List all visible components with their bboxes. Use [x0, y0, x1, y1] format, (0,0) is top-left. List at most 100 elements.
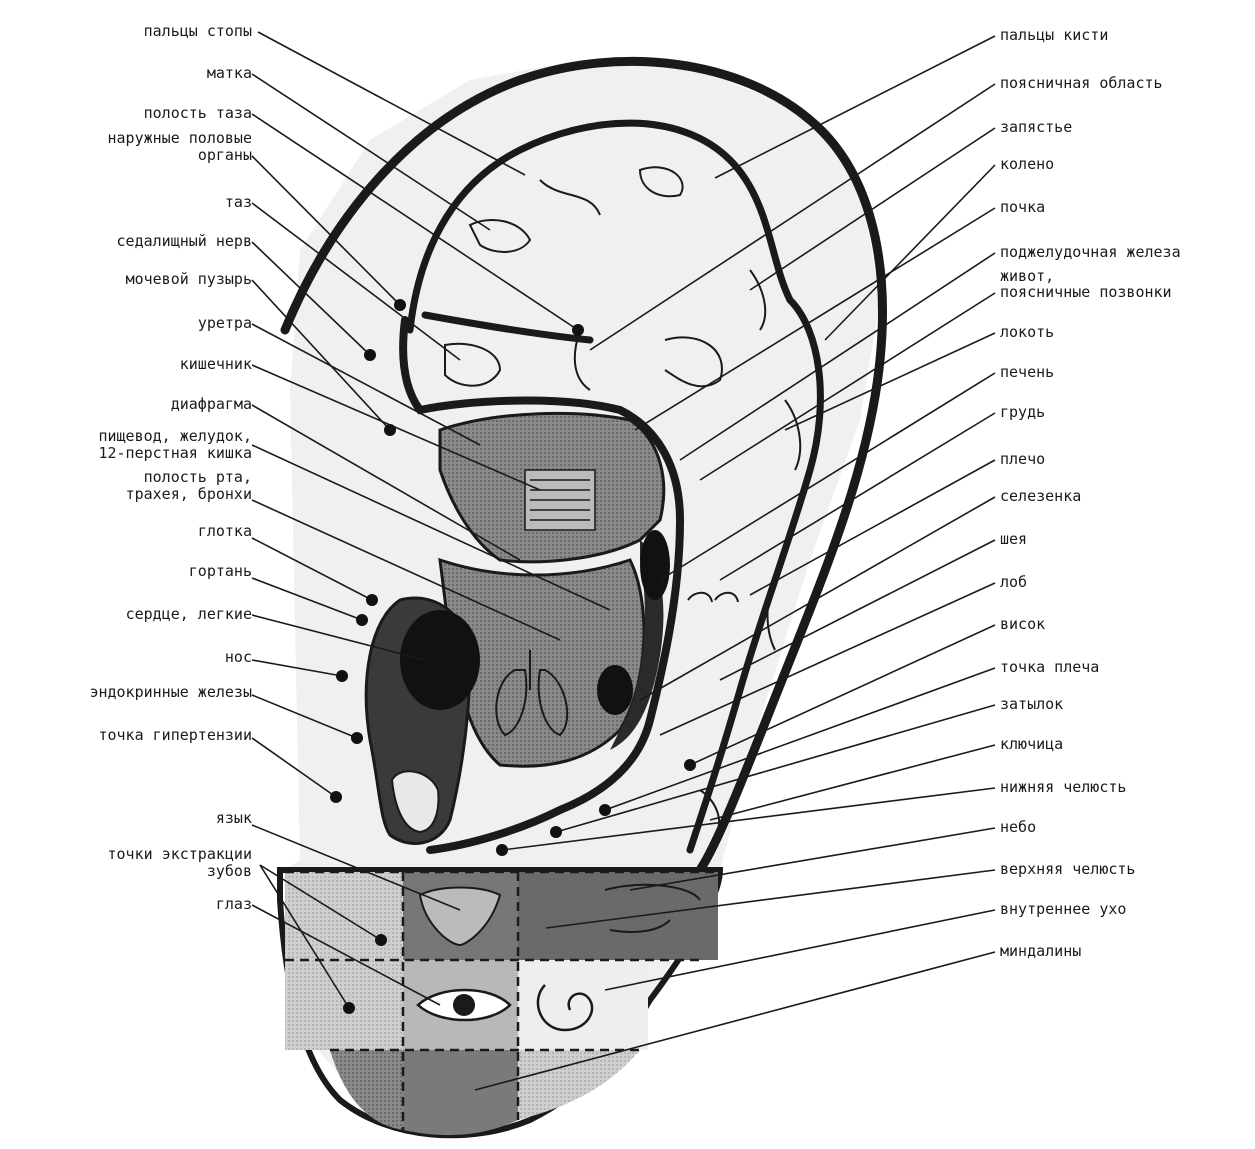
- label-forehead: лоб: [1000, 573, 1027, 591]
- acupoint-dot: [550, 826, 562, 838]
- label-esophagus: пищевод, желудок,: [98, 427, 252, 445]
- svg-text:печень: печень: [1000, 363, 1054, 381]
- label-intestine: кишечник: [180, 355, 252, 373]
- label-endocrine: эндокринные железы: [89, 683, 252, 701]
- acupoint-dot: [351, 732, 363, 744]
- svg-text:точка плеча: точка плеча: [1000, 658, 1099, 676]
- label-urethra: уретра: [198, 314, 252, 332]
- svg-text:гортань: гортань: [189, 562, 252, 580]
- label-palate: небо: [1000, 818, 1036, 836]
- label-pelvis: таз: [225, 193, 252, 211]
- svg-text:запястье: запястье: [1000, 118, 1072, 136]
- svg-text:пальцы кисти: пальцы кисти: [1000, 26, 1108, 44]
- acupoint-dot: [572, 324, 584, 336]
- acupoint-dot: [496, 844, 508, 856]
- acupoint-dot: [343, 1002, 355, 1014]
- svg-text:почка: почка: [1000, 198, 1045, 216]
- label-nose: нос: [225, 648, 252, 666]
- svg-text:седалищный нерв: седалищный нерв: [117, 232, 252, 250]
- inner-dark-blob: [400, 610, 480, 710]
- label-eye: глаз: [216, 895, 252, 913]
- label-larynx: гортань: [189, 562, 252, 580]
- svg-text:точка гипертензии: точка гипертензии: [98, 726, 252, 744]
- label-liver: печень: [1000, 363, 1054, 381]
- label-shoulder: плечо: [1000, 450, 1045, 468]
- label-chest: грудь: [1000, 403, 1045, 421]
- right-labels: пальцы кисти поясничная область запястье…: [1000, 26, 1181, 960]
- svg-text:уретра: уретра: [198, 314, 252, 332]
- svg-text:небо: небо: [1000, 818, 1036, 836]
- svg-text:полость рта,трахея, бронхи: полость рта,трахея, бронхи: [126, 468, 252, 503]
- acupoint-dot: [599, 804, 611, 816]
- label-tongue: язык: [216, 809, 252, 827]
- label-oral-cavity: полость рта,: [144, 468, 252, 486]
- svg-text:локоть: локоть: [1000, 323, 1054, 341]
- label-occiput: затылок: [1000, 695, 1063, 713]
- label-lower-jaw: нижняя челюсть: [1000, 778, 1126, 796]
- svg-text:мочевой пузырь: мочевой пузырь: [126, 270, 252, 288]
- label-lumbar-region: поясничная область: [1000, 74, 1163, 92]
- svg-text:селезенка: селезенка: [1000, 487, 1081, 505]
- label-tooth-extraction-2: зубов: [207, 862, 252, 880]
- label-tonsils: миндалины: [1000, 942, 1081, 960]
- label-shoulder-point: точка плеча: [1000, 658, 1099, 676]
- svg-text:плечо: плечо: [1000, 450, 1045, 468]
- svg-text:полость таза: полость таза: [144, 104, 252, 122]
- svg-text:внутреннее ухо: внутреннее ухо: [1000, 900, 1126, 918]
- acupoint-dot: [330, 791, 342, 803]
- label-tooth-extraction: точки экстракции: [108, 845, 253, 863]
- label-oral-cavity-2: трахея, бронхи: [126, 485, 252, 503]
- acupoint-dot: [384, 424, 396, 436]
- antitragus-dark: [640, 530, 670, 600]
- intestine-sketch: [525, 470, 595, 530]
- svg-text:поясничная область: поясничная область: [1000, 74, 1163, 92]
- acupoint-dot: [366, 594, 378, 606]
- svg-text:язык: язык: [216, 809, 252, 827]
- label-inner-ear: внутреннее ухо: [1000, 900, 1126, 918]
- label-esophagus-2: 12-перстная кишка: [98, 444, 252, 462]
- svg-text:пищевод, желудок,12-перстная к: пищевод, желудок,12-перстная кишка: [98, 427, 252, 462]
- svg-text:поджелудочная железа: поджелудочная железа: [1000, 243, 1181, 261]
- acupoint-dot: [394, 299, 406, 311]
- label-bladder: мочевой пузырь: [126, 270, 252, 288]
- label-temple: висок: [1000, 615, 1045, 633]
- svg-text:сердце, легкие: сердце, легкие: [126, 605, 252, 623]
- label-clavicle: ключица: [1000, 735, 1063, 753]
- label-uterus: матка: [207, 64, 252, 82]
- label-neck: шея: [1000, 530, 1027, 548]
- svg-text:глаз: глаз: [216, 895, 252, 913]
- label-fingers: пальцы кисти: [1000, 26, 1108, 44]
- label-upper-jaw: верхняя челюсть: [1000, 860, 1135, 878]
- svg-text:кишечник: кишечник: [180, 355, 252, 373]
- label-pharynx: глотка: [198, 522, 252, 540]
- acupoint-dot: [336, 670, 348, 682]
- label-sciatic-nerve: седалищный нерв: [117, 232, 252, 250]
- label-spleen: селезенка: [1000, 487, 1081, 505]
- label-heart-lungs: сердце, легкие: [126, 605, 252, 623]
- svg-text:миндалины: миндалины: [1000, 942, 1081, 960]
- label-external-genitals-2: органы: [198, 146, 252, 164]
- label-external-genitals: наружные половые: [108, 129, 253, 147]
- svg-text:шея: шея: [1000, 530, 1027, 548]
- svg-text:матка: матка: [207, 64, 252, 82]
- intertragic-dark: [597, 665, 633, 715]
- label-diaphragm: диафрагма: [171, 395, 252, 413]
- svg-text:затылок: затылок: [1000, 695, 1063, 713]
- svg-text:грудь: грудь: [1000, 403, 1045, 421]
- svg-text:глотка: глотка: [198, 522, 252, 540]
- label-pelvic-cavity: полость таза: [144, 104, 252, 122]
- svg-text:висок: висок: [1000, 615, 1045, 633]
- label-knee: колено: [1000, 155, 1054, 173]
- label-pancreas: поджелудочная железа: [1000, 243, 1181, 261]
- label-hypertension-point: точка гипертензии: [98, 726, 252, 744]
- svg-text:ключица: ключица: [1000, 735, 1063, 753]
- svg-text:эндокринные железы: эндокринные железы: [89, 683, 252, 701]
- svg-text:нижняя челюсть: нижняя челюсть: [1000, 778, 1126, 796]
- svg-text:лоб: лоб: [1000, 573, 1027, 591]
- svg-text:нос: нос: [225, 648, 252, 666]
- label-toes: пальцы стопы: [144, 22, 252, 40]
- svg-text:живот,поясничные позвонки: живот,поясничные позвонки: [1000, 267, 1172, 301]
- svg-text:колено: колено: [1000, 155, 1054, 173]
